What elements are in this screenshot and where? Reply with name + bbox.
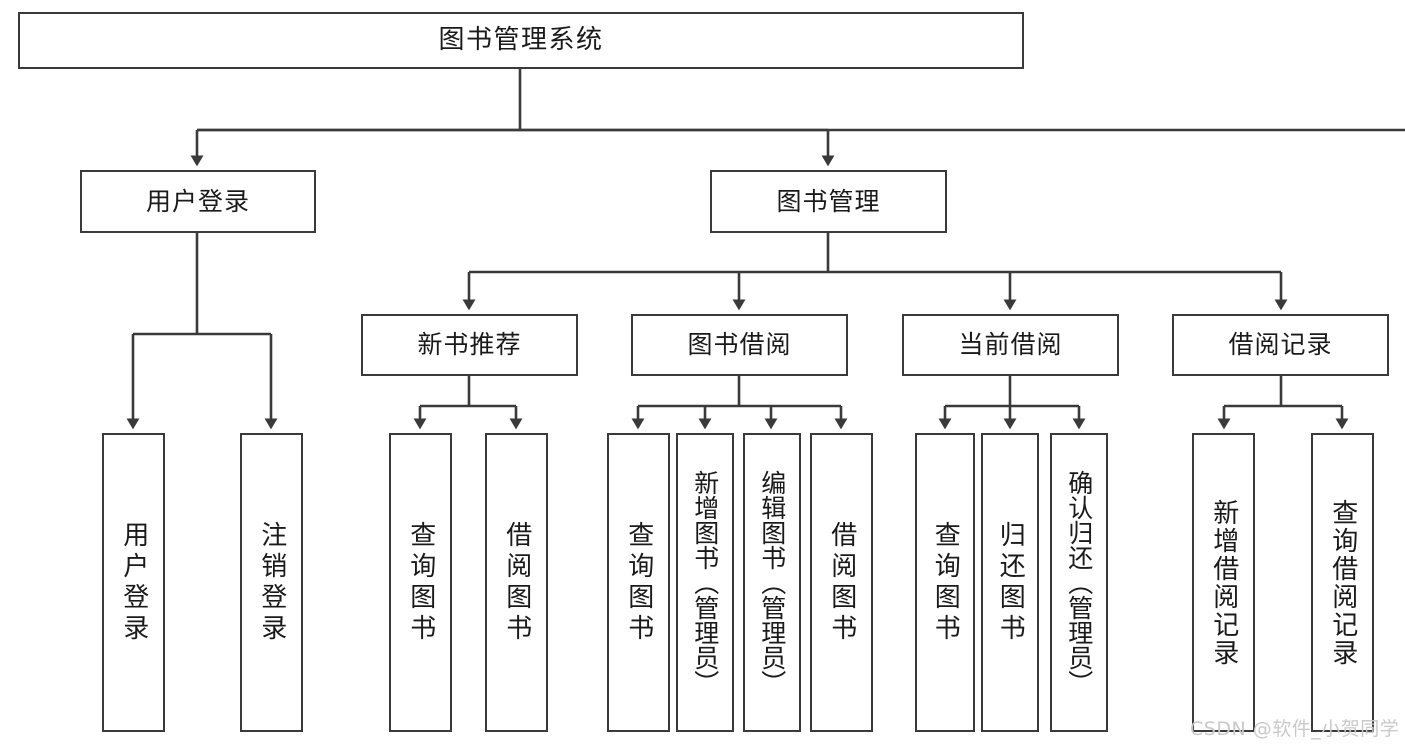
node-user-login[interactable]: 用户登录 xyxy=(80,170,316,233)
node-label: 借阅图书 xyxy=(501,520,532,645)
node-current-borrow[interactable]: 当前借阅 xyxy=(902,314,1119,376)
node-label: 用户登录 xyxy=(145,186,250,216)
node-leaf-borrow-book-1[interactable]: 借阅图书 xyxy=(485,433,548,732)
node-label: 确认归还（管理员） xyxy=(1064,470,1094,695)
node-label: 注销登录 xyxy=(256,520,287,645)
watermark: CSDN @软件_小贺同学 xyxy=(1190,718,1400,740)
node-leaf-return-book[interactable]: 归还图书 xyxy=(981,433,1039,732)
node-leaf-query-book-1[interactable]: 查询图书 xyxy=(389,433,452,732)
node-leaf-borrow-book-2[interactable]: 借阅图书 xyxy=(810,433,873,732)
node-book-borrow[interactable]: 图书借阅 xyxy=(631,314,848,376)
node-label: 查询图书 xyxy=(930,520,961,645)
node-label: 用户登录 xyxy=(118,520,149,645)
node-label: 编辑图书（管理员） xyxy=(757,470,787,695)
node-label: 借阅记录 xyxy=(1228,330,1333,360)
node-label: 查询图书 xyxy=(405,520,436,645)
node-new-book-recommend[interactable]: 新书推荐 xyxy=(361,314,578,376)
node-label: 归还图书 xyxy=(995,520,1026,645)
node-leaf-add-book[interactable]: 新增图书（管理员） xyxy=(676,433,734,732)
node-label: 查询借阅记录 xyxy=(1327,498,1358,667)
node-label: 新增借阅记录 xyxy=(1208,498,1239,667)
node-root-system[interactable]: 图书管理系统 xyxy=(18,12,1024,69)
node-leaf-query-record[interactable]: 查询借阅记录 xyxy=(1311,433,1374,732)
node-book-management[interactable]: 图书管理 xyxy=(710,170,947,233)
node-label: 当前借阅 xyxy=(958,330,1063,360)
node-leaf-confirm-return[interactable]: 确认归还（管理员） xyxy=(1050,433,1108,732)
node-leaf-edit-book[interactable]: 编辑图书（管理员） xyxy=(743,433,801,732)
node-leaf-user-login[interactable]: 用户登录 xyxy=(102,433,165,732)
node-label: 新增图书（管理员） xyxy=(690,470,720,695)
node-label: 图书管理 xyxy=(776,186,881,216)
node-label: 新书推荐 xyxy=(417,330,522,360)
node-label: 借阅图书 xyxy=(826,520,857,645)
node-leaf-query-book-2[interactable]: 查询图书 xyxy=(607,433,670,732)
node-label: 图书借阅 xyxy=(687,330,792,360)
node-leaf-logout-login[interactable]: 注销登录 xyxy=(240,433,303,732)
node-leaf-add-record[interactable]: 新增借阅记录 xyxy=(1192,433,1255,732)
node-leaf-query-book-3[interactable]: 查询图书 xyxy=(915,433,975,732)
node-label: 图书管理系统 xyxy=(438,25,604,56)
node-label: 查询图书 xyxy=(623,520,654,645)
node-borrow-record[interactable]: 借阅记录 xyxy=(1172,314,1389,376)
